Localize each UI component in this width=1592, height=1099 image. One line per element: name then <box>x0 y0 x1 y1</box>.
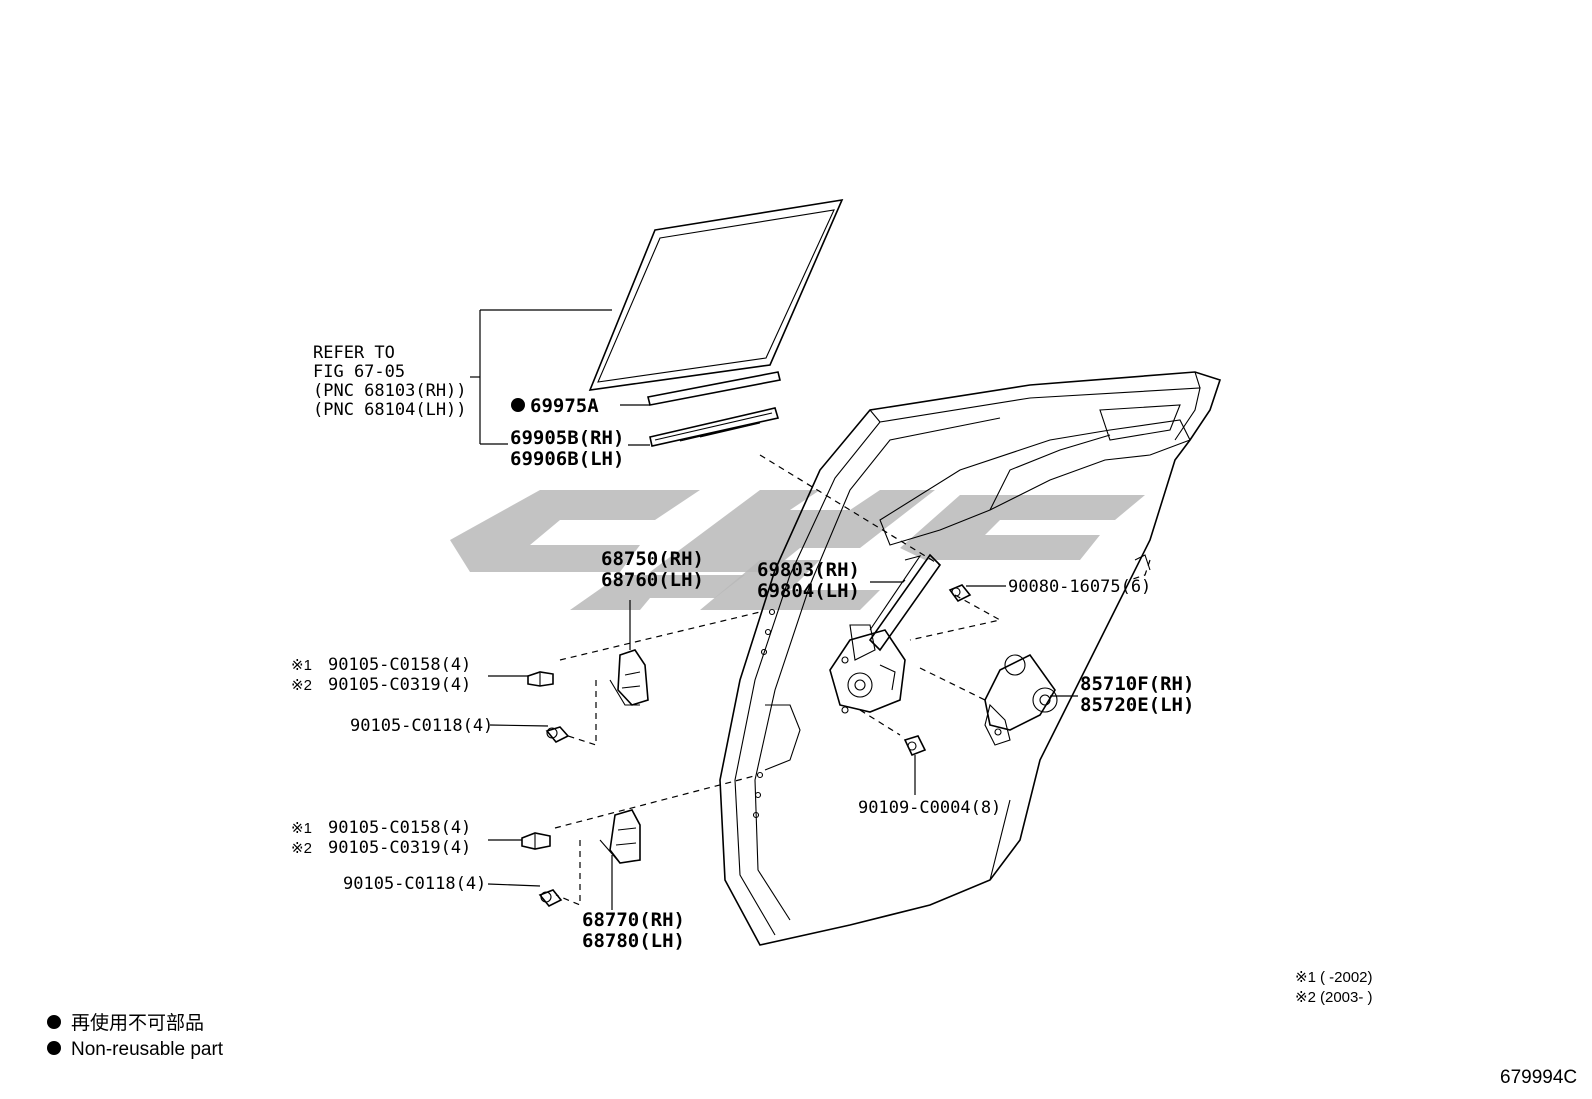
refer-bracket <box>470 309 612 445</box>
label-68780: 68780(LH) <box>582 930 685 952</box>
lower-door-hinge <box>599 809 641 864</box>
legend-en: Non-reusable part <box>71 1039 224 1060</box>
label-69804: 69804(LH) <box>757 580 860 602</box>
label-69905b: 69905B(RH) <box>510 427 624 449</box>
refer-line-2: FIG 67-05 <box>313 362 405 382</box>
non-reusable-dot <box>511 398 525 412</box>
label-85710f: 85710F(RH) <box>1080 673 1194 695</box>
refer-line-3: (PNC 68103(RH)) <box>313 381 467 401</box>
footnote-1-text: ( -2002) <box>1320 969 1373 986</box>
refer-line-4: (PNC 68104(LH)) <box>313 400 467 420</box>
label-68760: 68760(LH) <box>601 569 704 591</box>
belt-weatherstrip <box>649 407 780 447</box>
legend-dot-jp <box>47 1015 61 1029</box>
rear-door-frame <box>719 371 1222 946</box>
label-90109: 90109-C0004(8) <box>858 798 1001 818</box>
lower-bolt-1-mark: ※1 <box>291 820 312 837</box>
window-regulator <box>829 553 942 714</box>
door-glass <box>588 198 844 391</box>
label-lower-90105-c0158: 90105-C0158(4) <box>328 818 471 838</box>
regulator-motor <box>984 653 1058 746</box>
footnote-2-text: (2003- ) <box>1320 989 1373 1006</box>
lower-bolt-2-mark: ※2 <box>291 840 312 857</box>
label-85720e: 85720E(LH) <box>1080 694 1194 716</box>
label-68750: 68750(RH) <box>601 548 704 570</box>
label-69803: 69803(RH) <box>757 559 860 581</box>
upper-door-hinge <box>609 649 649 706</box>
upper-bolt-1-mark: ※1 <box>291 657 312 674</box>
label-69906b: 69906B(LH) <box>510 448 624 470</box>
footnote-1-mark: ※1 <box>1295 969 1316 986</box>
legend-jp: 再使用不可部品 <box>71 1012 204 1034</box>
door-inner-panel <box>764 404 1191 771</box>
legend-dot-en <box>47 1041 61 1055</box>
assembly-dash-lines <box>554 454 1002 906</box>
upper-bolt-2-mark: ※2 <box>291 677 312 694</box>
refer-line-1: REFER TO <box>313 343 395 363</box>
glass-run-seal <box>647 371 781 406</box>
hinge-bolts-upper <box>527 671 570 744</box>
label-lower-90105-c0118: 90105-C0118(4) <box>343 874 486 894</box>
motor-bolt <box>903 735 927 757</box>
label-upper-90105-c0158: 90105-C0158(4) <box>328 655 471 675</box>
regulator-bolt <box>948 584 972 603</box>
label-69975a: 69975A <box>530 395 599 417</box>
figure-code: 679994C <box>1500 1067 1577 1088</box>
label-upper-90105-c0319: 90105-C0319(4) <box>328 675 471 695</box>
label-upper-90105-c0118: 90105-C0118(4) <box>350 716 493 736</box>
leader-lines <box>487 404 1078 910</box>
label-68770: 68770(RH) <box>582 909 685 931</box>
label-lower-90105-c0319: 90105-C0319(4) <box>328 838 471 858</box>
footnote-2-mark: ※2 <box>1295 989 1316 1006</box>
label-90080: 90080-16075(6) <box>1008 577 1151 597</box>
door-hinge-holes <box>752 608 776 819</box>
hinge-bolts-lower <box>521 832 563 908</box>
